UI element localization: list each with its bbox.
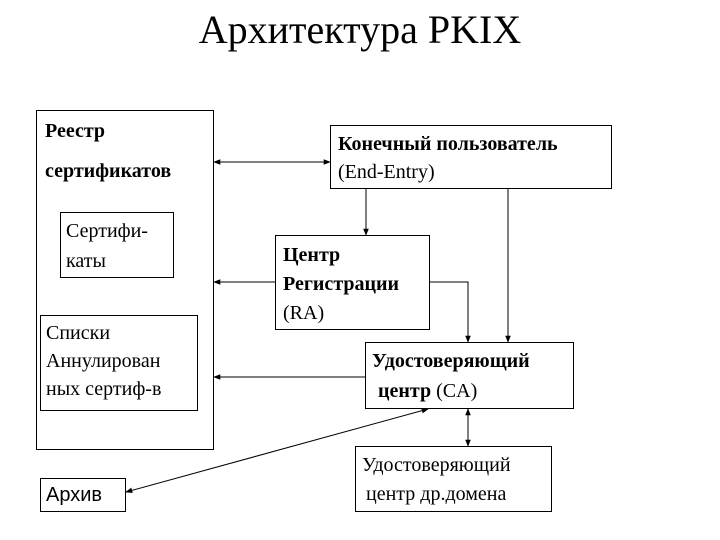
end-entity-line2: (End-Entry) [338,161,435,183]
ca-line1: Удостоверяющий [372,350,530,372]
ca-line2: центр (CA) [378,378,477,404]
ra-ca-arrow [430,281,471,343]
ra-box [275,235,430,330]
archive-label: Архив [46,484,103,506]
crl-line3: ных сертиф-в [46,378,162,400]
certificates-line1: Сертифи- [66,220,148,242]
diagram-title: Архитектура PKIX [198,7,522,52]
crl-box [40,315,198,411]
ra-line2: Регистрации [283,273,400,295]
archive-box [40,478,126,512]
ca-line2-bold: центр [378,380,432,402]
ra-line1: Центр [283,244,341,266]
ra-line3: (RA) [283,302,325,324]
end-entity-box [330,125,612,189]
ca-box [365,342,574,409]
certificates-line2: каты [66,250,106,272]
end-entity-line1: Конечный пользователь [338,133,558,155]
crl-line1: Списки [46,322,111,344]
ca-archive-arrow [125,407,429,494]
registry-label-line2: сертификатов [45,160,172,182]
certificates-box [60,212,174,278]
registry-label-line1: Реестр [45,120,106,142]
ca-line2-rest: (CA) [431,380,478,402]
crl-line2: Аннулирован [46,350,161,372]
